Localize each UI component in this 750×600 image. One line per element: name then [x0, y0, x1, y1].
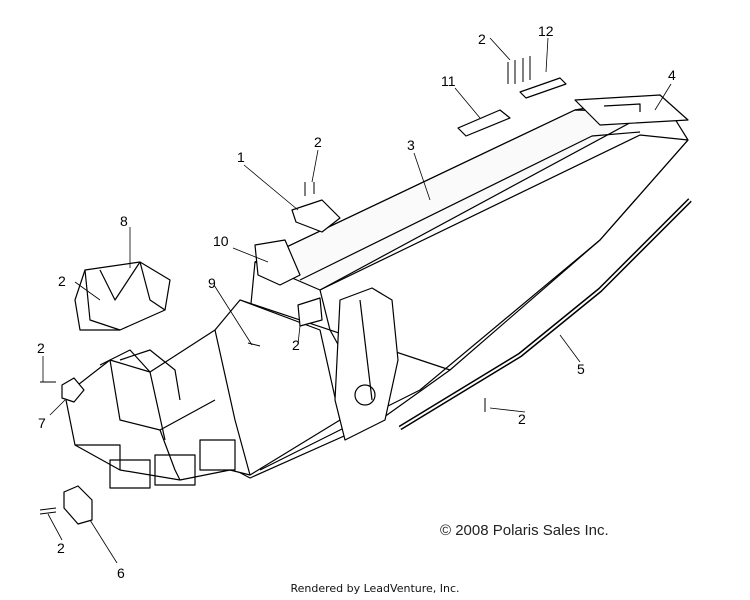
callout-2-bracket-8: 2	[58, 273, 66, 289]
strip-part-12	[519, 77, 567, 99]
callout-10: 10	[213, 233, 229, 249]
bracket-part-7	[61, 377, 85, 403]
callout-4: 4	[668, 67, 676, 83]
rendered-by-footer: Rendered by LeadVenture, Inc.	[290, 582, 460, 595]
bracket-part-6	[63, 485, 93, 525]
callout-2-rail: 2	[518, 411, 526, 427]
callout-2-rear: 2	[478, 31, 486, 47]
callout-labels: 1 2 3 4 2 12 11 10 9 8 2 2 2 7 2 5 2 6	[37, 23, 676, 581]
callout-7: 7	[38, 415, 46, 431]
callout-9: 9	[208, 275, 216, 291]
callout-2-bottom: 2	[57, 540, 65, 556]
callout-2-bolts-top: 2	[314, 134, 322, 150]
copyright-notice: © 2008 Polaris Sales Inc.	[440, 522, 609, 539]
callout-1: 1	[237, 149, 245, 165]
callout-6: 6	[117, 565, 125, 581]
callout-8: 8	[120, 213, 128, 229]
bracket-part-1	[291, 199, 341, 233]
shock-tower	[254, 239, 399, 441]
callout-2-left: 2	[37, 340, 45, 356]
bracket-part-8	[74, 261, 171, 331]
small-plate	[297, 297, 323, 327]
bolt-set	[39, 56, 531, 515]
callout-5: 5	[577, 361, 585, 377]
callout-3: 3	[407, 137, 415, 153]
callout-2-center: 2	[292, 337, 300, 353]
side-rail-part-5	[398, 198, 692, 431]
callout-12: 12	[538, 23, 554, 39]
strip-part-11	[457, 109, 511, 137]
callout-11: 11	[441, 73, 456, 89]
leader-lines	[42, 37, 672, 564]
